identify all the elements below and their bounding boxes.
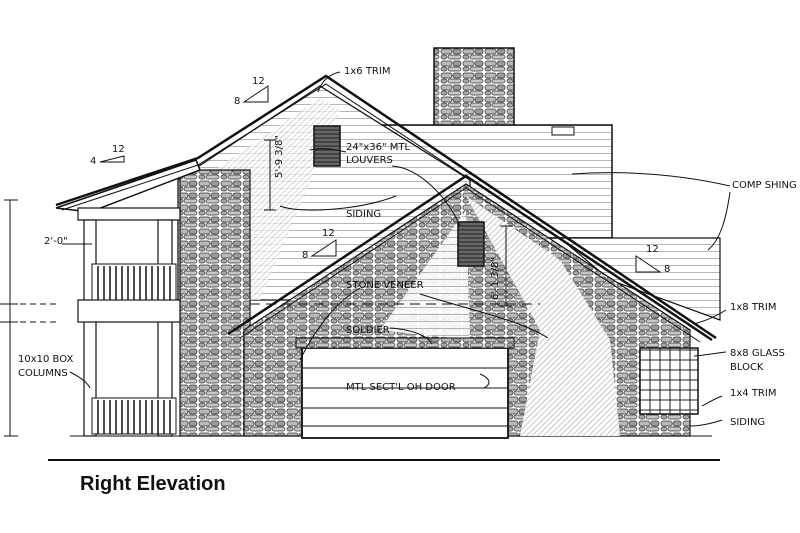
label-glass-block-size: 8x8 GLASS <box>730 348 785 359</box>
label-louvers: LOUVERS <box>346 155 393 166</box>
label-glass-block: BLOCK <box>730 362 764 373</box>
leader-lines <box>69 71 731 427</box>
label-comp-shingles: COMP SHING <box>732 180 797 191</box>
label-1x4-trim: 1x4 TRIM <box>730 388 776 399</box>
pitch-symbol-main: 8 12 <box>234 76 269 107</box>
label-soldier: SOLDIER <box>346 325 390 336</box>
pitch-rise-mid: 8 <box>302 250 308 261</box>
pitch-symbol-mid: 8 12 <box>302 228 337 261</box>
label-1x6-trim: 1x6 TRIM <box>344 66 390 77</box>
label-siding-upper: SIDING <box>346 209 381 220</box>
label-siding-lower: SIDING <box>730 417 765 428</box>
pitch-run-porch: 12 <box>112 144 125 155</box>
chimney <box>433 47 515 127</box>
label-gable-height-dimension: 6'-1 3/8" <box>490 257 501 300</box>
label-box-columns-size: 10x10 BOX <box>18 354 73 365</box>
pitch-rise-right: 8 <box>664 264 670 275</box>
pitch-symbol-right: 12 8 <box>635 244 670 275</box>
lower-porch-rail <box>91 397 177 435</box>
label-1x8-trim: 1x8 TRIM <box>730 302 776 313</box>
garage-door <box>302 367 508 427</box>
front-gable <box>227 174 713 439</box>
label-louvers-size: 24"x36" MTL <box>346 142 410 153</box>
upper-porch-rail <box>91 263 177 301</box>
label-porch-offset-dimension: 2'-0" <box>44 236 68 247</box>
label-box-columns: COLUMNS <box>18 368 68 379</box>
pitch-run-main: 12 <box>252 76 265 87</box>
pitch-symbol-porch: 4 12 <box>90 144 125 167</box>
label-garage-door: MTL SECT'L OH DOOR <box>346 382 456 393</box>
page-title: Right Elevation <box>80 473 226 495</box>
pitch-run-mid: 12 <box>322 228 335 239</box>
pitch-rise-main: 8 <box>234 96 240 107</box>
label-stone-veneer: STONE VENEER <box>346 280 424 291</box>
porch <box>55 159 201 437</box>
label-louver-height-dimension: 5'-9 3/8" <box>274 135 285 178</box>
pitch-rise-porch: 4 <box>90 156 96 167</box>
pitch-run-right: 12 <box>646 244 659 255</box>
dimension-lines <box>0 139 540 437</box>
annotations: 1x6 TRIM 24"x36" MTL LOUVERS 5'-9 3/8" S… <box>18 66 797 428</box>
